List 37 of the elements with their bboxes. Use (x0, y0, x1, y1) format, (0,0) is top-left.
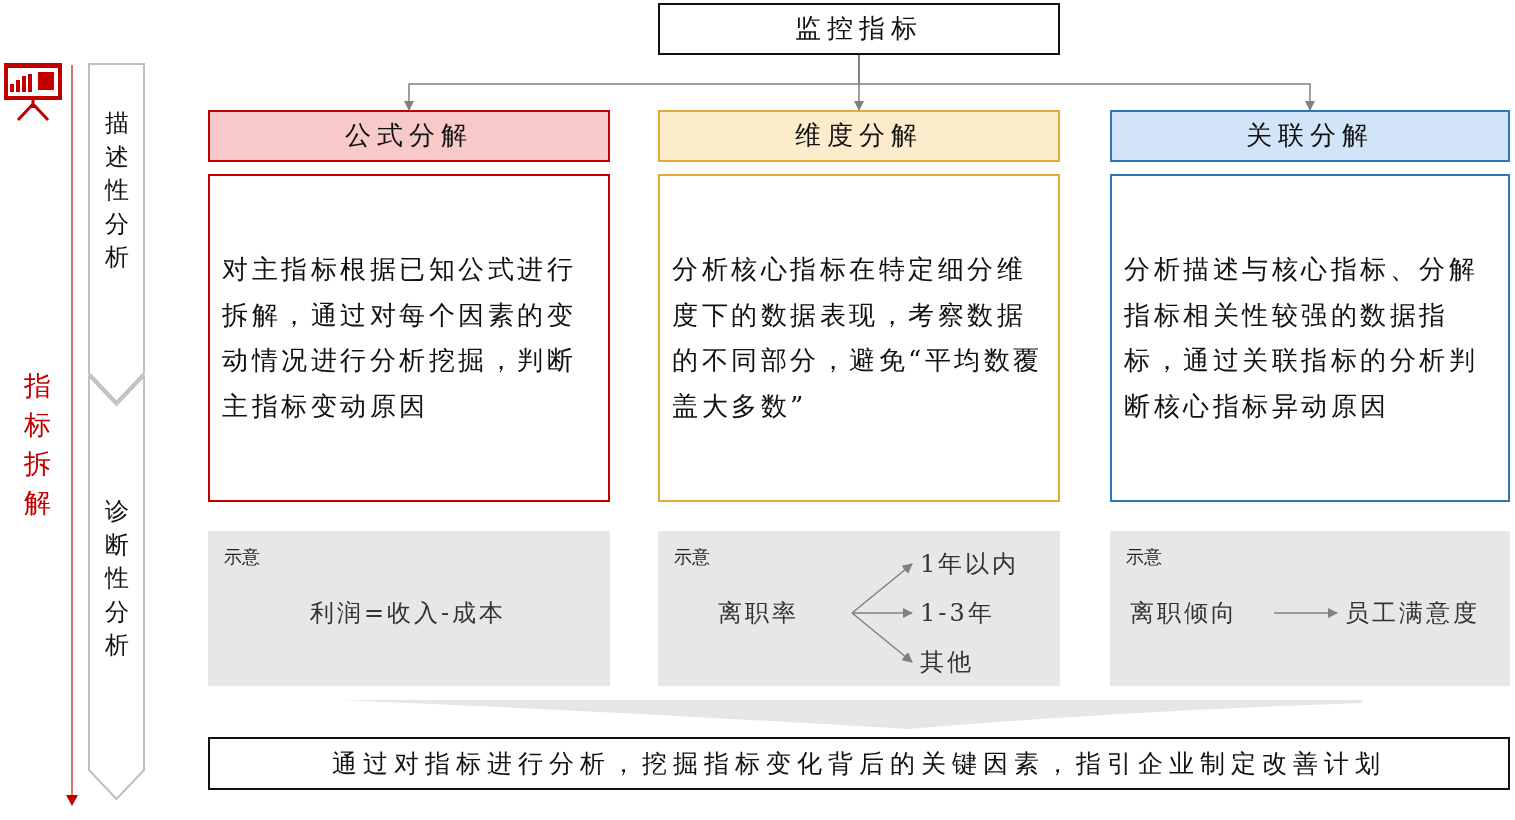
term-label: 离职倾向 (1130, 593, 1260, 633)
example-panel (658, 531, 1060, 686)
arrow (858, 54, 1316, 112)
panel-heading: 示意 (674, 545, 710, 569)
description-text: 对主指标根据已知公式进行拆解，通过对每个因素的变动情况进行分析挖掘，判断主指标变动原因 (221, 253, 577, 423)
term-label: 1年以内 (920, 545, 1050, 583)
description-box (1110, 174, 1510, 502)
description-text: 分析描述与核心指标、分解指标相关性较强的数据指标，通过关联指标的分析判断核心指标异动原因 (1123, 253, 1479, 423)
side-label: 指标拆解 (24, 369, 51, 521)
stage-label: 诊断性分析 (104, 496, 129, 662)
header-box (208, 110, 610, 162)
box-title: 公式分解 (344, 119, 474, 153)
arrow (851, 607, 914, 619)
term-label: 1-3年 (920, 594, 1050, 632)
term-label: 利润=收入-成本 (268, 593, 548, 633)
term-label: 离职率 (718, 593, 838, 633)
term-label: 员工满意度 (1345, 593, 1505, 633)
box-title: 关联分解 (1245, 119, 1375, 153)
panel-heading: 示意 (224, 545, 260, 569)
arrow (1273, 607, 1339, 619)
box-title: 维度分解 (794, 119, 924, 153)
arrow (851, 563, 913, 614)
description-box (208, 174, 610, 502)
text-box (208, 737, 1510, 790)
stage-label: 描述性分析 (104, 108, 129, 274)
header-box (658, 110, 1060, 162)
arrow (851, 612, 913, 663)
description-box (658, 174, 1060, 502)
header-box (1110, 110, 1510, 162)
panel-heading: 示意 (1126, 545, 1162, 569)
description-text: 分析核心指标在特定细分维度下的数据表现，考察数据的不同部分，避免“平均数覆盖大多数” (671, 253, 1044, 423)
box-title: 通过对指标进行分析，挖掘指标变化背后的关键因素，指引企业制定改善计划 (331, 747, 1387, 780)
text-box (658, 3, 1060, 55)
example-panel (208, 531, 610, 686)
box-title: 监控指标 (794, 12, 924, 46)
term-label: 其他 (920, 643, 1050, 681)
example-panel (1110, 531, 1510, 686)
